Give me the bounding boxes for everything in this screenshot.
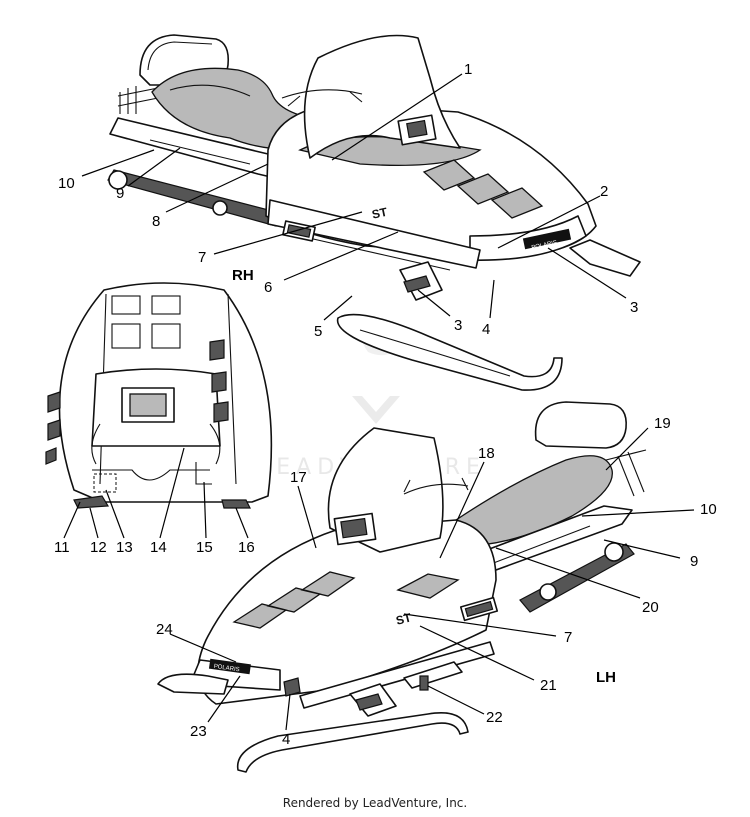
callout-11: 11: [54, 539, 70, 556]
leader-14: [159, 447, 185, 539]
callout-12: 12: [90, 539, 107, 556]
leader-4a: [489, 279, 495, 319]
callout-6: 6: [264, 279, 272, 296]
leader-12: [89, 507, 99, 539]
callout-16: 16: [238, 539, 255, 556]
callout-7-lh: 7: [564, 629, 572, 646]
leader-2: [497, 195, 601, 249]
hood-detail-drawing: [45, 282, 273, 509]
callout-3-front: 3: [630, 299, 638, 316]
leader-3b: [417, 289, 451, 317]
leader-13: [105, 489, 125, 539]
leader-lines: [63, 73, 695, 731]
leader-19: [605, 427, 649, 471]
callout-1: 1: [464, 61, 472, 78]
leader-10b: [581, 509, 695, 517]
rh-label: RH: [232, 267, 254, 284]
callout-13: 13: [116, 539, 133, 556]
callout-numbers: 1 2 3 3 4 5 6 7 8 9 10 RH 11 12 13 14 15…: [54, 61, 717, 748]
callout-3-spindle: 3: [454, 317, 462, 334]
leader-16: [235, 507, 249, 539]
leader-9b: [603, 539, 681, 559]
callout-18: 18: [478, 445, 495, 462]
leader-15: [203, 481, 207, 539]
callout-4-rh: 4: [482, 321, 490, 338]
leader-4b: [285, 693, 291, 731]
lh-label: LH: [596, 669, 616, 686]
callout-15: 15: [196, 539, 213, 556]
leader-22: [427, 685, 485, 715]
leader-11: [63, 501, 81, 539]
leader-7b: [403, 613, 557, 637]
callout-19: 19: [654, 415, 671, 432]
callout-21: 21: [540, 677, 557, 694]
leader-5: [323, 295, 353, 321]
callout-4-lh: 4: [282, 731, 290, 748]
leader-10a: [81, 149, 155, 177]
callout-24: 24: [156, 621, 173, 638]
leader-1: [331, 73, 463, 161]
leader-17: [297, 485, 317, 549]
polaris-decal-lh: POLARIS: [213, 664, 240, 674]
callout-14: 14: [150, 539, 167, 556]
leader-20: [495, 547, 641, 599]
leader-6: [283, 231, 399, 281]
rh-snowmobile-drawing: POLARIS ST: [107, 34, 641, 391]
callout-10-lh: 10: [700, 501, 717, 518]
callout-20: 20: [642, 599, 659, 616]
st-badge-rh: ST: [371, 205, 390, 222]
callout-17: 17: [290, 469, 307, 486]
render-credit: Rendered by LeadVenture, Inc.: [282, 796, 468, 810]
callout-10-rh: 10: [58, 175, 75, 192]
leader-18: [439, 461, 485, 559]
leader-23: [207, 675, 241, 723]
callout-9-lh: 9: [690, 553, 698, 570]
callout-9-rh: 9: [116, 185, 124, 202]
leader-9a: [127, 147, 181, 187]
callout-2: 2: [600, 183, 608, 200]
leader-21: [419, 625, 535, 681]
leader-24: [169, 633, 237, 663]
lh-snowmobile-drawing: ST POLARIS: [157, 401, 647, 773]
callout-23: 23: [190, 723, 207, 740]
callout-5: 5: [314, 323, 322, 340]
leader-8: [165, 163, 269, 213]
leader-3a: [547, 247, 627, 299]
leader-7a: [213, 211, 363, 255]
callout-22: 22: [486, 709, 503, 726]
callout-7-rh: 7: [198, 249, 206, 266]
callout-8: 8: [152, 213, 160, 230]
polaris-decal-rh: POLARIS: [531, 240, 558, 251]
